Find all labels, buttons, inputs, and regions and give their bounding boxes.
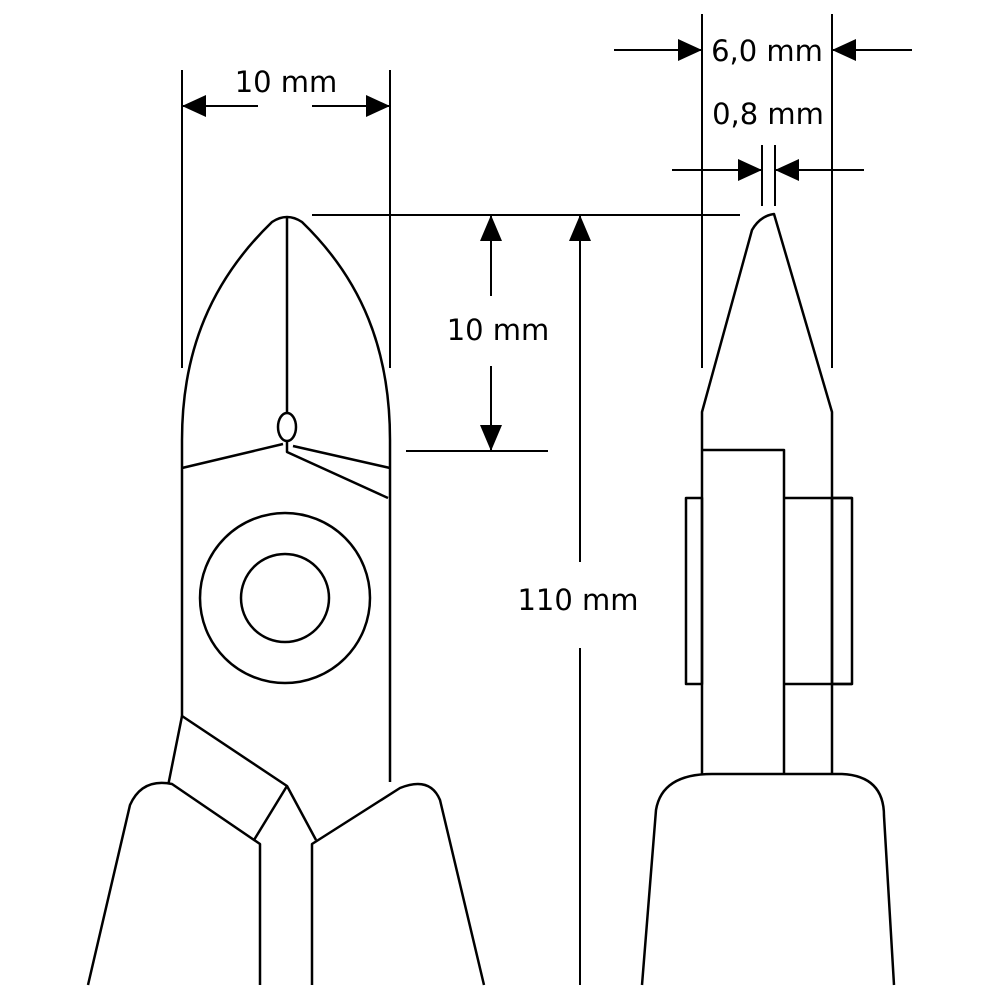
pivot-inner-ring <box>239 552 331 644</box>
right-handle-grip <box>310 782 486 986</box>
dimension-head-thickness: 6,0 mm <box>614 14 912 368</box>
head-thickness-label: 6,0 mm <box>711 34 823 68</box>
side-pivot-boss-left <box>684 496 704 686</box>
side-head-outline <box>700 212 834 775</box>
dimension-jaw-length: 10 mm <box>312 214 740 452</box>
pivot-outer-ring <box>198 511 372 685</box>
jaw-width-label: 10 mm <box>235 65 338 99</box>
jaw-bevel-right-inner <box>292 444 391 470</box>
side-handle-grip <box>640 772 896 986</box>
dimension-jaw-width: 10 mm <box>181 65 391 368</box>
overall-length-label: 110 mm <box>517 583 638 617</box>
jaw-bevel-left <box>181 442 284 470</box>
dimension-tip-thickness: 0,8 mm <box>672 97 864 206</box>
front-head-outline <box>180 215 392 782</box>
jaw-length-label: 10 mm <box>447 313 550 347</box>
left-handle-grip <box>86 781 262 986</box>
jaw-eye <box>276 411 298 443</box>
dimension-overall-length: 110 mm <box>517 215 639 985</box>
front-neck <box>166 714 318 841</box>
side-pivot-boss-right <box>830 496 854 686</box>
side-inner-plate <box>702 448 786 775</box>
side-view <box>640 212 896 986</box>
jaw-bevel-right <box>285 442 389 500</box>
front-view <box>86 215 486 986</box>
tip-thickness-label: 0,8 mm <box>712 97 824 131</box>
